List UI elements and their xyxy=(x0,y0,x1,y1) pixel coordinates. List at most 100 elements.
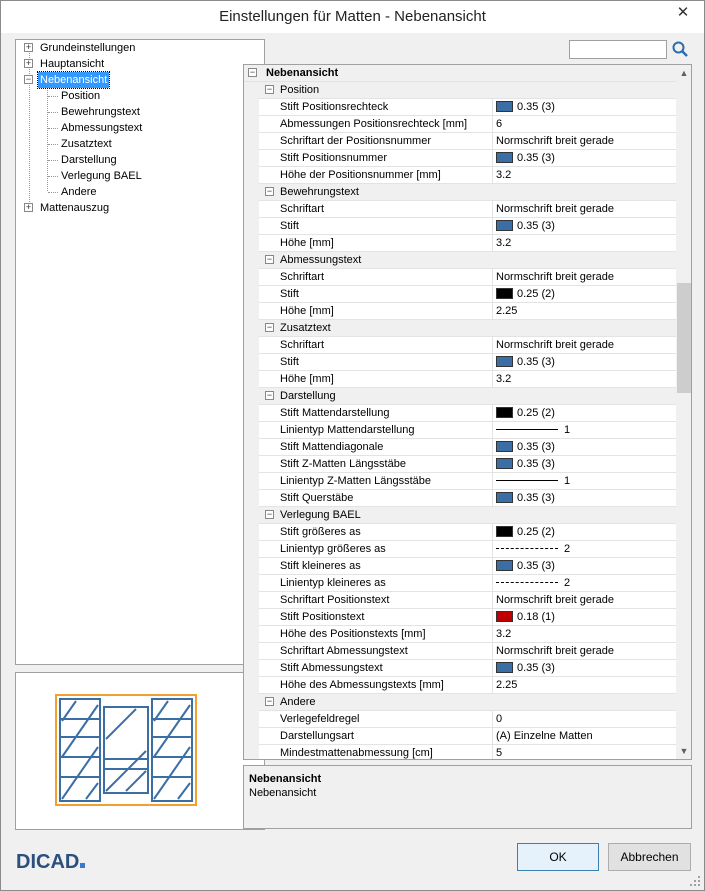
grid-property-value[interactable]: Normschrift breit gerade xyxy=(496,133,676,149)
grid-property-value[interactable]: Normschrift breit gerade xyxy=(496,201,676,217)
grid-category-row[interactable]: −Bewehrungstext xyxy=(244,184,676,201)
grid-property-value[interactable]: 0.35 (3) xyxy=(496,439,676,455)
grid-property-value[interactable]: 0.35 (3) xyxy=(496,660,676,676)
grid-property-value[interactable]: 0.25 (2) xyxy=(496,524,676,540)
grid-property-value[interactable]: Normschrift breit gerade xyxy=(496,269,676,285)
grid-category-row[interactable]: −Andere xyxy=(244,694,676,711)
grid-category-row[interactable]: −Abmessungstext xyxy=(244,252,676,269)
grid-property-value[interactable]: 3.2 xyxy=(496,626,676,642)
scroll-down-icon[interactable]: ▼ xyxy=(679,746,689,756)
tree-item-bewehrungstext[interactable]: Bewehrungstext xyxy=(59,104,142,120)
grid-property-value[interactable]: 0.35 (3) xyxy=(496,354,676,370)
grid-category-row[interactable]: −Darstellung xyxy=(244,388,676,405)
grid-property-value[interactable]: 6 xyxy=(496,116,676,132)
collapse-icon[interactable]: − xyxy=(265,696,274,706)
grid-property-value[interactable]: 0.18 (1) xyxy=(496,609,676,625)
grid-property-value[interactable]: 2.25 xyxy=(496,303,676,319)
vertical-scrollbar[interactable]: ▲ ▼ xyxy=(676,65,691,759)
tree-item-zusatztext[interactable]: Zusatztext xyxy=(59,136,114,152)
collapse-icon[interactable]: − xyxy=(24,74,33,84)
grid-property-row[interactable]: Höhe der Positionsnummer [mm]3.2 xyxy=(244,167,676,184)
ok-button[interactable]: OK xyxy=(517,843,599,871)
collapse-icon[interactable]: − xyxy=(265,390,274,400)
grid-header-row[interactable]: −Nebenansicht xyxy=(244,65,676,82)
grid-property-row[interactable]: Mindestmattenabmessung [cm]5 xyxy=(244,745,676,759)
grid-property-value[interactable]: 2 xyxy=(496,541,676,557)
grid-property-row[interactable]: Darstellungsart(A) Einzelne Matten xyxy=(244,728,676,745)
close-icon[interactable]: ✕ xyxy=(676,4,690,21)
grid-property-value[interactable]: 0.25 (2) xyxy=(496,405,676,421)
grid-property-value[interactable]: 1 xyxy=(496,422,676,438)
collapse-icon[interactable]: − xyxy=(265,509,274,519)
grid-property-row[interactable]: Höhe des Positionstexts [mm]3.2 xyxy=(244,626,676,643)
collapse-icon[interactable]: − xyxy=(265,254,274,264)
scrollbar-thumb[interactable] xyxy=(677,283,691,393)
grid-property-value[interactable]: 2 xyxy=(496,575,676,591)
grid-property-value[interactable]: 3.2 xyxy=(496,371,676,387)
expand-icon[interactable]: + xyxy=(24,202,33,212)
grid-property-value[interactable]: 0 xyxy=(496,711,676,727)
grid-property-value[interactable]: 0.25 (2) xyxy=(496,286,676,302)
grid-property-value[interactable]: 2.25 xyxy=(496,677,676,693)
grid-property-value[interactable]: 0.35 (3) xyxy=(496,490,676,506)
grid-property-row[interactable]: Höhe [mm]3.2 xyxy=(244,371,676,388)
collapse-icon[interactable]: − xyxy=(248,67,257,77)
grid-category-row[interactable]: −Verlegung BAEL xyxy=(244,507,676,524)
grid-property-value[interactable]: 3.2 xyxy=(496,235,676,251)
grid-property-value[interactable]: 0.35 (3) xyxy=(496,150,676,166)
tree-item-verlegung-bael[interactable]: Verlegung BAEL xyxy=(59,168,144,184)
grid-property-value[interactable]: 5 xyxy=(496,745,676,759)
grid-category-row[interactable]: −Position xyxy=(244,82,676,99)
collapse-icon[interactable]: − xyxy=(265,186,274,196)
scroll-up-icon[interactable]: ▲ xyxy=(679,68,689,78)
collapse-icon[interactable]: − xyxy=(265,322,274,332)
tree-item-position[interactable]: Position xyxy=(59,88,102,104)
tree-item-darstellung[interactable]: Darstellung xyxy=(59,152,119,168)
grid-category-row[interactable]: −Zusatztext xyxy=(244,320,676,337)
grid-property-value[interactable]: 0.35 (3) xyxy=(496,99,676,115)
cancel-button[interactable]: Abbrechen xyxy=(608,843,691,871)
search-icon[interactable] xyxy=(671,40,689,58)
grid-property-row[interactable]: Höhe des Abmessungstexts [mm]2.25 xyxy=(244,677,676,694)
grid-property-value[interactable]: 0.35 (3) xyxy=(496,456,676,472)
resize-grip-icon[interactable] xyxy=(690,876,701,887)
grid-property-value[interactable]: Normschrift breit gerade xyxy=(496,337,676,353)
grid-property-value[interactable]: Normschrift breit gerade xyxy=(496,643,676,659)
grid-property-value[interactable]: 3.2 xyxy=(496,167,676,183)
grid-property-row[interactable]: Höhe [mm]2.25 xyxy=(244,303,676,320)
grid-property-value[interactable]: 0.35 (3) xyxy=(496,558,676,574)
grid-property-value[interactable]: 1 xyxy=(496,473,676,489)
expand-icon[interactable]: + xyxy=(24,42,33,52)
grid-property-value[interactable]: 0.35 (3) xyxy=(496,218,676,234)
grid-property-value[interactable]: (A) Einzelne Matten xyxy=(496,728,676,744)
expand-icon[interactable]: + xyxy=(24,58,33,68)
tree-item-abmessungstext[interactable]: Abmessungstext xyxy=(59,120,144,136)
collapse-icon[interactable]: − xyxy=(265,84,274,94)
search-input[interactable] xyxy=(569,40,667,59)
grid-property-row[interactable]: Höhe [mm]3.2 xyxy=(244,235,676,252)
